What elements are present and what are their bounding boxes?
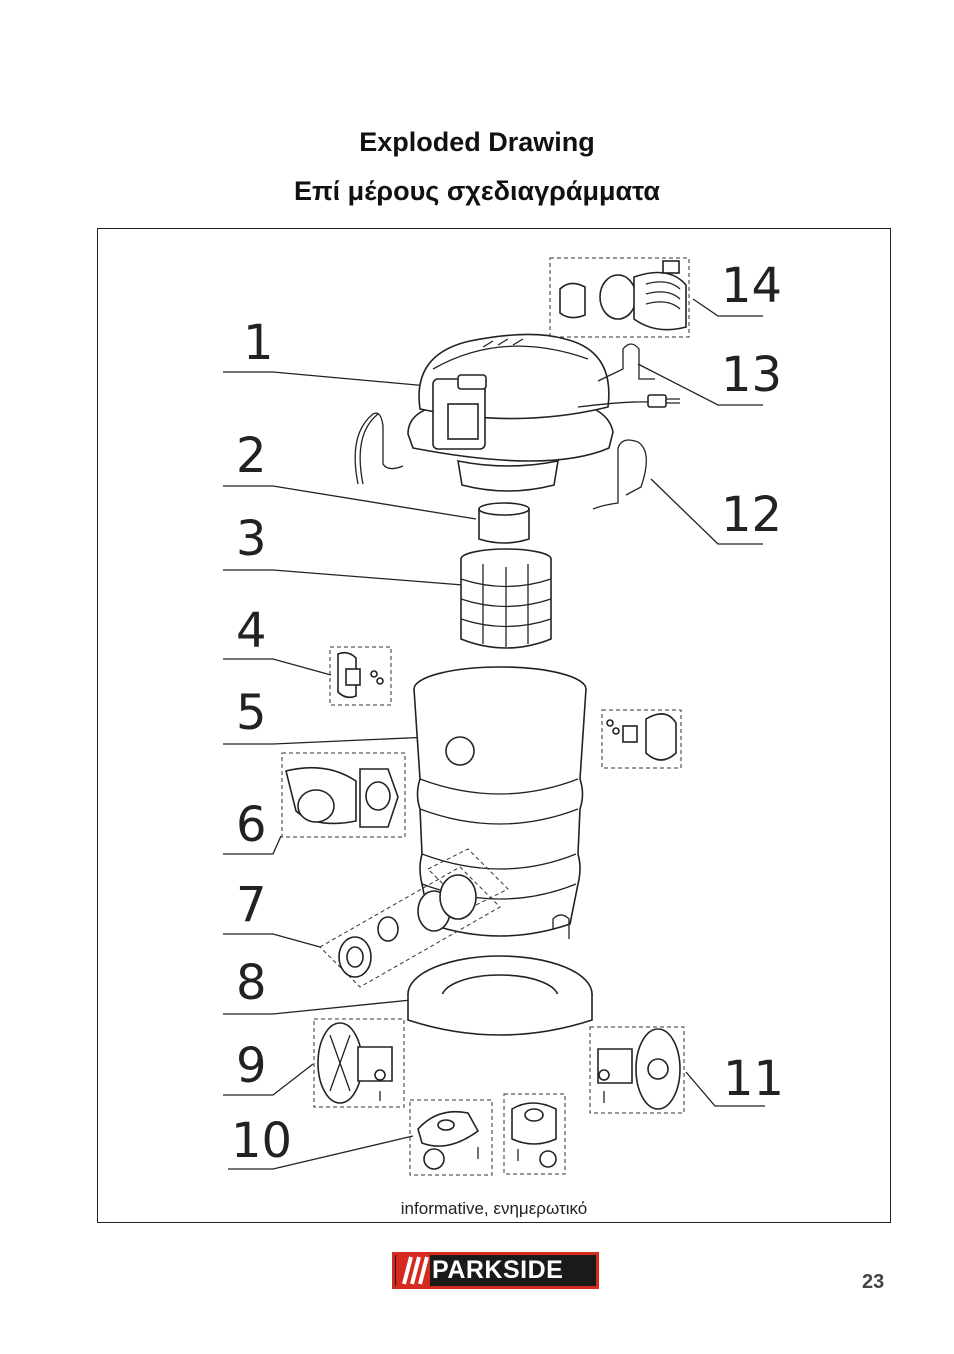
leader-lines	[223, 298, 765, 1170]
exploded-drawing-frame: 1 2 3 4 5 6 7 8 9 10 11 12 13 14	[97, 228, 891, 1223]
handles	[354, 343, 655, 510]
part-3-filter-basket	[460, 548, 552, 649]
callout-10: 10	[231, 1113, 292, 1169]
part-10-castors	[409, 1093, 566, 1176]
callout-1: 1	[243, 315, 274, 371]
brand-wordmark: PARKSIDE	[432, 1256, 564, 1284]
callout-2: 2	[236, 428, 267, 484]
part-8-base	[407, 914, 593, 1036]
callout-11: 11	[723, 1051, 784, 1107]
callout-7: 7	[236, 877, 267, 933]
callout-12: 12	[721, 487, 782, 543]
page-number: 23	[862, 1271, 885, 1293]
part-6-connector	[281, 752, 406, 838]
callout-4: 4	[236, 603, 267, 659]
part-2-cartridge	[478, 502, 530, 544]
part-4-latch	[329, 646, 392, 706]
callout-13: 13	[721, 347, 782, 403]
callout-6: 6	[236, 797, 267, 853]
exploded-drawing: 1 2 3 4 5 6 7 8 9 10 11 12 13 14	[223, 257, 784, 1176]
callout-8: 8	[236, 955, 267, 1011]
callout-9: 9	[236, 1038, 267, 1094]
part-right-latch	[601, 709, 682, 769]
part-5-container	[413, 666, 587, 937]
callout-14: 14	[721, 258, 782, 314]
title-english: Exploded Drawing	[359, 127, 595, 157]
informative-note: informative, ενημερωτικό	[400, 1199, 588, 1218]
part-9-left-wheel	[313, 1018, 405, 1108]
part-1-motor-head	[407, 333, 680, 492]
logo-slashes-icon	[396, 1254, 430, 1287]
callout-3: 3	[236, 511, 267, 567]
callout-5: 5	[236, 685, 267, 741]
title-greek: Επί μέρους σχεδιαγράμματα	[294, 176, 660, 206]
parkside-logo: PARKSIDE	[392, 1252, 599, 1289]
part-7-rear-connectors	[319, 866, 501, 988]
part-11-right-wheel	[589, 1026, 685, 1114]
part-14-filter-set	[549, 257, 690, 338]
